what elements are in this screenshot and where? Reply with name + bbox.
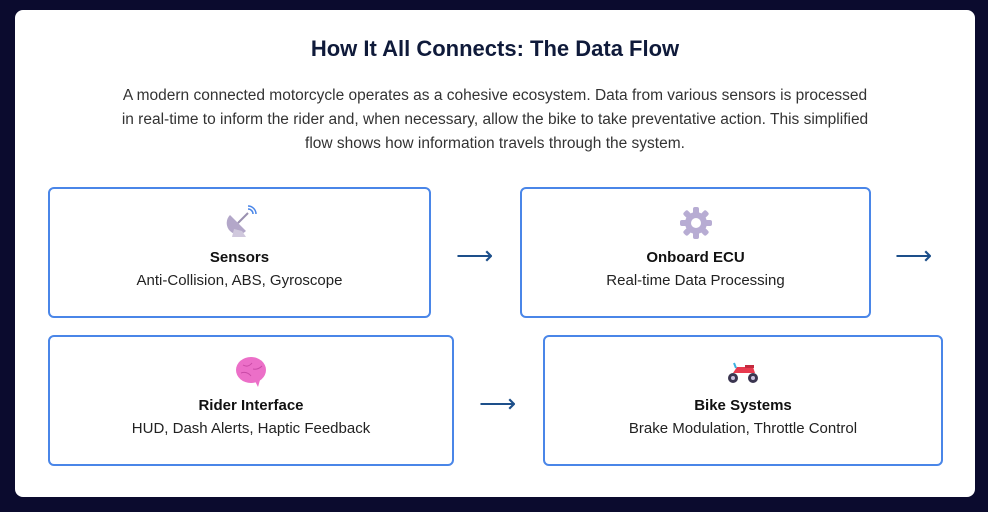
node-subtitle: Brake Modulation, Throttle Control xyxy=(628,420,858,437)
node-rider-interface: Rider Interface HUD, Dash Alerts, Haptic… xyxy=(48,335,454,466)
node-subtitle: HUD, Dash Alerts, Haptic Feedback xyxy=(131,420,371,437)
motorcycle-icon xyxy=(728,362,758,383)
node-title: Rider Interface xyxy=(198,397,304,414)
node-bike-systems: Bike Systems Brake Modulation, Throttle … xyxy=(543,335,943,466)
arrow-icon: ⟶ xyxy=(895,240,933,270)
node-title: Bike Systems xyxy=(694,397,792,414)
brain-icon xyxy=(236,357,266,387)
arrow-icon: ⟶ xyxy=(456,240,494,270)
node-onboard-ecu: Onboard ECU Real-time Data Processing xyxy=(520,187,871,318)
arrow-icon: ⟶ xyxy=(479,388,517,418)
node-title: Onboard ECU xyxy=(646,249,745,266)
page-title: How It All Connects: The Data Flow xyxy=(310,36,680,61)
gear-icon xyxy=(679,207,712,239)
node-title: Sensors xyxy=(209,249,270,266)
satellite-antenna-icon xyxy=(226,205,257,237)
node-subtitle: Anti-Collision, ABS, Gyroscope xyxy=(136,272,343,289)
node-sensors: Sensors Anti-Collision, ABS, Gyroscope xyxy=(48,187,431,318)
data-flow-card: How It All Connects: The Data Flow A mod… xyxy=(15,10,975,497)
node-subtitle: Real-time Data Processing xyxy=(606,272,785,289)
description: A modern connected motorcycle operates a… xyxy=(121,87,869,152)
